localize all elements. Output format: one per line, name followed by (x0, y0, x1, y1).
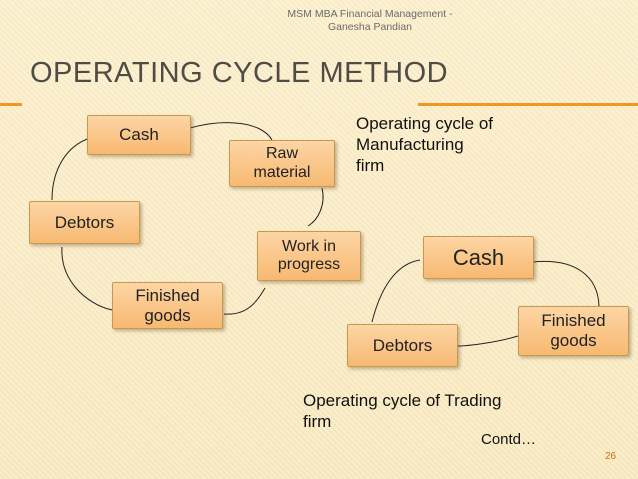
page-number: 26 (605, 451, 617, 462)
node-raw-material-line-1: Raw (265, 145, 298, 163)
manufacturing-caption-line-3: firm (356, 156, 385, 175)
node-cash-label: Cash (119, 125, 159, 145)
title-rule-left (0, 103, 22, 106)
connector-raw-material-to-wip (307, 187, 324, 227)
node-trading-debtors-label: Debtors (372, 335, 433, 355)
node-trading-debtors: Debtors (347, 324, 458, 367)
slide-title: OPERATING CYCLE METHOD (30, 57, 449, 89)
node-wip-line-1: Work in (282, 237, 336, 255)
node-cash: Cash (87, 115, 191, 155)
slide-header: MSM MBA Financial Management - Ganesha P… (270, 8, 470, 34)
trading-caption-line-2: firm (303, 412, 332, 431)
node-raw-material: Raw material (229, 140, 335, 187)
node-wip-line-2: progress (277, 256, 341, 273)
manufacturing-caption-line-2: Manufacturing (356, 135, 464, 154)
trading-caption-line-1: Operating cycle of Trading (303, 391, 502, 410)
title-rule-right (418, 103, 638, 106)
header-line-2: Ganesha Pandian (327, 21, 413, 33)
trading-caption: Operating cycle of Trading firm (303, 390, 501, 432)
node-trading-finished-goods: Finished goods (518, 306, 629, 356)
connector-trading-finished-goods-to-debtors (456, 335, 519, 347)
node-work-in-progress: Work in progress (257, 231, 361, 281)
manufacturing-caption-line-1: Operating cycle of (356, 114, 494, 133)
manufacturing-caption: Operating cycle of Manufacturing firm (356, 113, 493, 176)
node-trading-finished-goods-line-2: goods (550, 331, 597, 350)
contd-text: Contd… (481, 431, 537, 448)
connector-trading-cash-to-finished-goods (532, 260, 600, 307)
connector-cash-to-raw-material (189, 122, 273, 141)
node-finished-goods: Finished goods (112, 282, 223, 329)
node-trading-cash-label: Cash (452, 244, 505, 270)
header-line-1: MSM MBA Financial Management - (287, 8, 453, 20)
connector-wip-to-finished-goods (223, 287, 266, 315)
node-finished-goods-line-2: goods (144, 305, 191, 325)
node-debtors-label: Debtors (54, 212, 115, 232)
node-raw-material-line-2: material (253, 163, 311, 181)
connector-finished-goods-to-debtors (61, 246, 113, 311)
node-trading-finished-goods-line-1: Finished (541, 311, 606, 331)
node-finished-goods-line-1: Finished (135, 285, 200, 305)
connector-trading-debtors-to-cash (371, 259, 421, 323)
node-trading-cash: Cash (423, 236, 534, 279)
connector-debtors-to-cash (51, 137, 91, 201)
node-debtors: Debtors (29, 201, 140, 244)
